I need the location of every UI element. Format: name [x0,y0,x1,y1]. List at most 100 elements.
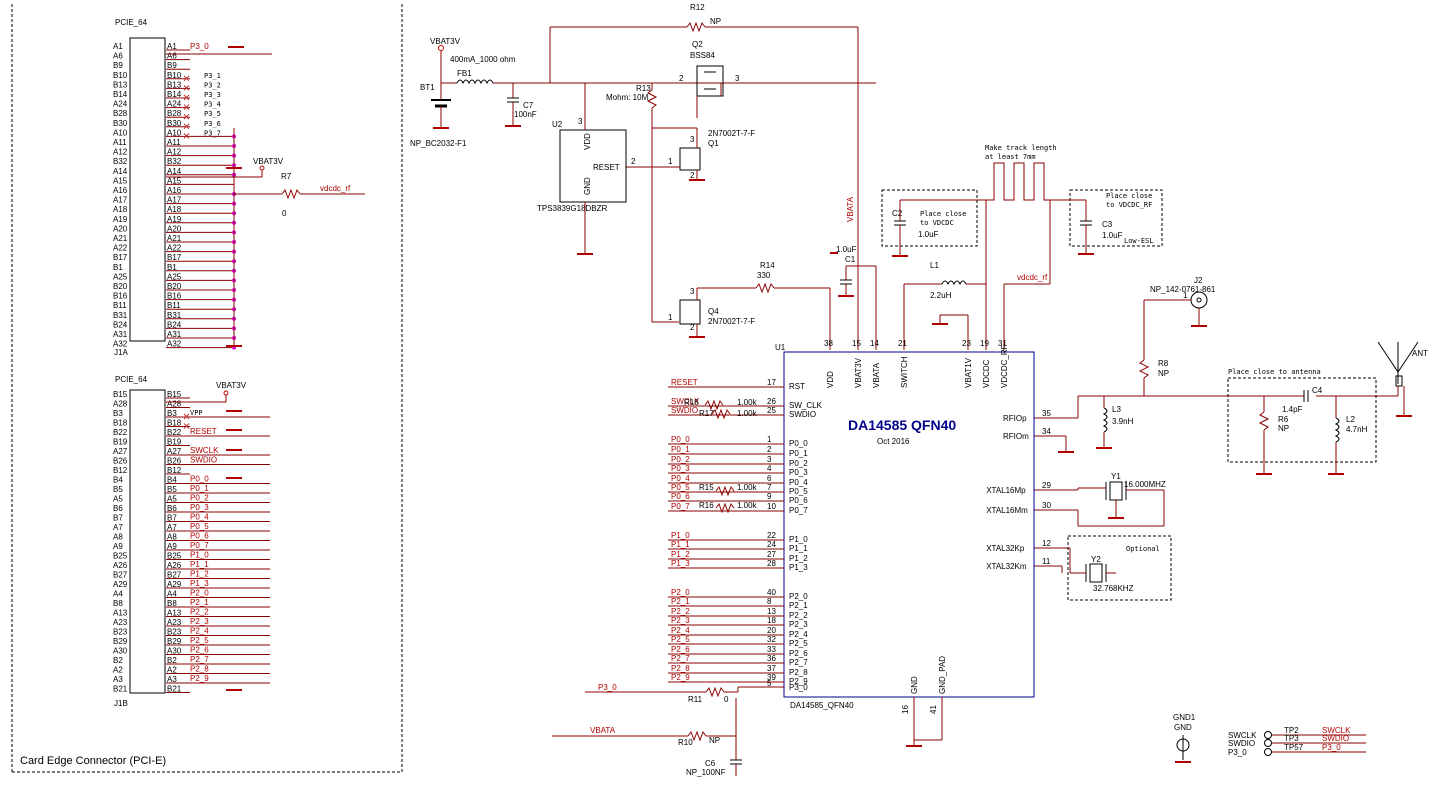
r8-value: NP [1158,369,1169,378]
j1b-left-pin-label: A28 [113,400,128,409]
antenna-ref: ANT [1412,349,1428,358]
q2-part: BSS84 [690,51,715,60]
u1-left-pin-name: P0_2 [789,459,808,468]
u1-left-pin-name: SW_CLK [789,401,823,410]
j1a-right-pin-label: B17 [167,253,182,262]
j1b-left-pin-label: B4 [113,476,123,485]
j1a-left-pin-label: A11 [113,138,127,147]
svg-text:2: 2 [631,157,636,166]
j1a-left-pin-label: B13 [113,80,128,89]
r10-value: NP [709,736,720,745]
u1-top-pins: 38VDD15VBAT3V14VBATA21SWITCH23VBAT1V19VD… [824,339,1009,388]
u1-ref: U1 [775,343,786,352]
j1b-right-pin-label: B15 [167,390,182,399]
u1-bottom-pin-name: GND [910,676,919,694]
svg-text:3: 3 [735,74,740,83]
u1-left-net-label: P2_9 [671,673,690,682]
j1a-right-pin-label: A20 [167,224,182,233]
j1b-net-label: P2_8 [190,665,209,674]
u1-right-pin-number: 11 [1042,557,1051,566]
q1-ref: Q1 [708,139,719,148]
j1b-net-label: P2_0 [190,589,209,598]
r14-value: 330 [757,271,771,280]
power-section: VBAT3V 400mA_1000 ohm FB1 BT1 NP_BC2032-… [410,3,877,350]
u1-left-pin-number: 25 [767,406,776,415]
u1-left-pin-name: RST [789,382,805,391]
u1-left-pin-number: 40 [767,588,776,597]
u1-left-pin-name: P0_1 [789,449,808,458]
j1b-net-label: P1_1 [190,560,209,569]
j1b-right-pin-label: A27 [167,447,182,456]
j1b-right-pin-label: A7 [167,523,177,532]
j1b-right-pin-label: A23 [167,618,182,627]
c3-note-1: Place close [1106,192,1152,200]
r12-ref: R12 [690,3,705,12]
j1b-left-pin-label: B8 [113,599,123,608]
j1b-type: PCIE_64 [115,375,148,384]
u1-top-pin-number: 15 [852,339,861,348]
j1b-left-pin-label: B27 [113,571,128,580]
c1-value: 1.0uF [836,245,857,254]
u1-left-net-label: P2_3 [671,616,690,625]
test-point-label: P3_0 [1228,748,1247,757]
j1b-net-label: P0_0 [190,475,209,484]
j1a-right-pin-label: A19 [167,215,182,224]
j1b-net-label: P1_0 [190,551,209,560]
j1a-left-pin-label: A20 [113,224,128,233]
u1-left-pin-name: P1_0 [789,535,808,544]
r6-value: NP [1278,424,1289,433]
l3-ref: L3 [1112,405,1121,414]
j1a-right-pin-label: A11 [167,138,181,147]
j1a-ref: J1A [114,348,128,357]
j1b-left-pin-label: A27 [113,447,128,456]
r11-value: 0 [724,695,729,704]
u1-left-pin-name: P2_2 [789,611,808,620]
no-connect-mark [183,104,190,110]
j1a-right-pin-label: A16 [167,186,182,195]
u2-part: TPS3839G18DBZR [537,204,607,213]
u1-left-pin-number: 39 [767,673,776,682]
c7-value: 100nF [514,110,537,119]
j1a-left-pin-label: B32 [113,157,128,166]
u1-left-net-label: P2_5 [671,635,690,644]
gnd1-ref: GND1 [1173,713,1196,722]
j1b-right-pin-label: A29 [167,580,182,589]
u1-left-net-label: P1_0 [671,531,690,540]
u1-right-pin-name: RFIOm [1003,432,1029,441]
u1-left-pin-number: 22 [767,531,776,540]
u1-chip: U1 DA14585 QFN40 Oct 2016 DA14585_QFN40 … [668,339,1051,714]
r18-ref: R18 [684,398,699,407]
j1a-right-pin-label: A31 [167,330,182,339]
j1a-right-pin-label: B11 [167,301,181,310]
j1b-right-pin-label: B29 [167,637,182,646]
bt1-ref: BT1 [420,83,435,92]
j1b-right-pin-label: B2 [167,656,177,665]
j1b-left-pin-label: B19 [113,438,128,447]
u1-left-pin-name: P1_1 [789,544,808,553]
u1-right-pin-number: 34 [1042,427,1051,436]
u1-top-pin-number: 31 [998,339,1007,348]
r7-ref: R7 [281,172,292,181]
c3-note-2: to VDCDC_RF [1106,201,1152,209]
j1b-left-pin-label: A30 [113,647,128,656]
u1-right-pin-name: XTAL16Mm [986,506,1028,515]
u1-top-pin-number: 21 [898,339,907,348]
j1b-right-pin-label: A9 [167,542,177,551]
r7-value: 0 [282,209,287,218]
c3-extra: Low-ESL [1124,237,1154,245]
u1-left-pin-name: P0_4 [789,478,808,487]
u1-left-pin-number: 6 [767,474,772,483]
j1a-vdcdc-rf-net: vdcdc_rf [320,184,351,193]
j1a-right-pin-label: A21 [167,234,182,243]
j1a-left-pin-label: A18 [113,205,128,214]
r17-value: 1.00k [737,409,758,418]
j1b-net-label: P0_5 [190,522,209,531]
test-point-label: SWDIO [1228,739,1255,748]
no-connect-mark [183,413,190,420]
svg-text:2: 2 [690,171,695,180]
u1-left-net-label: P0_7 [671,502,690,511]
j1b-left-pin-label: B12 [113,466,128,475]
u1-left-net-label: P0_3 [671,464,690,473]
